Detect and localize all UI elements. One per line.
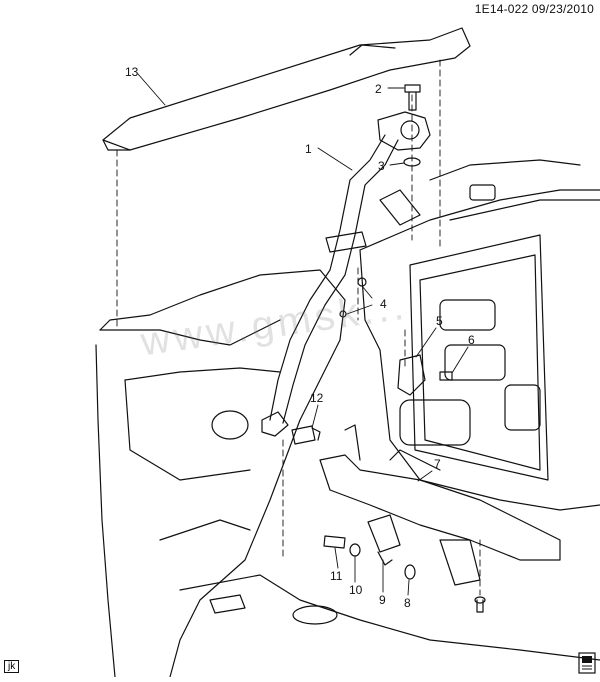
callout-1: 1 <box>305 142 312 156</box>
callout-4: 4 <box>380 297 387 311</box>
bolt-11 <box>323 535 346 549</box>
book-icon <box>578 652 596 674</box>
callout-7: 7 <box>434 457 441 471</box>
callout-10: 10 <box>349 583 363 597</box>
callout-9: 9 <box>379 593 386 607</box>
bolt-12 <box>291 425 321 445</box>
callout-11: 11 <box>330 569 343 583</box>
washer-8 <box>404 564 416 580</box>
callout-2: 2 <box>375 82 382 96</box>
callout-8: 8 <box>404 596 411 610</box>
buckle-9 <box>367 514 401 553</box>
bracket-5 <box>397 354 426 396</box>
callout-12: 12 <box>310 391 324 405</box>
nut-4b <box>339 310 347 318</box>
bolt-2 <box>404 84 421 111</box>
callout-5: 5 <box>436 314 443 328</box>
quarter-panel <box>99 269 346 678</box>
seat-bracket-assembly <box>319 454 561 561</box>
washer-3 <box>403 157 421 167</box>
callout-13: 13 <box>125 65 139 79</box>
callout-3: 3 <box>378 159 385 173</box>
belt-retractor <box>377 111 431 151</box>
corner-tag: jk <box>4 660 20 673</box>
rear-structure <box>359 189 600 251</box>
bolt-6 <box>439 371 453 381</box>
seat-belt-webbing <box>269 134 386 421</box>
belt-guide <box>325 231 367 253</box>
floor-pan <box>179 574 600 661</box>
washer-10 <box>349 543 361 557</box>
diagram-reference: 1E14-022 09/23/2010 <box>474 2 594 16</box>
callout-6: 6 <box>468 333 475 347</box>
lower-anchor-plate <box>261 411 289 437</box>
upper-trim-panel <box>102 27 471 151</box>
